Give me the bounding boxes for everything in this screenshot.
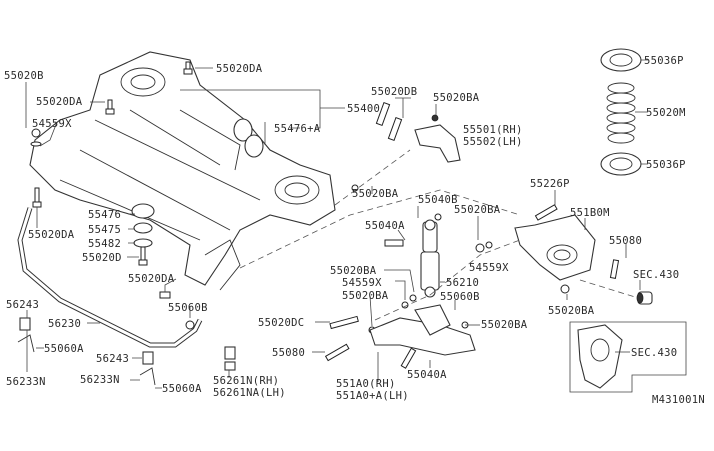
rear-subframe[interactable] bbox=[29, 51, 336, 291]
label-55060a-left[interactable]: 55060A bbox=[44, 343, 84, 355]
label-55020ba-shock[interactable]: 55020BA bbox=[454, 204, 501, 216]
label-55036p-top[interactable]: 55036P bbox=[644, 55, 684, 67]
label-55040b[interactable]: 55040B bbox=[418, 194, 458, 206]
stabilizer-bar[interactable] bbox=[17, 207, 203, 348]
label-55476[interactable]: 55476 bbox=[88, 209, 122, 221]
label-551a0[interactable]: 551A0(RH) bbox=[336, 378, 396, 390]
rear-lower-arm[interactable] bbox=[514, 214, 596, 281]
knuckle-inset[interactable] bbox=[569, 321, 687, 393]
label-55020db[interactable]: 55020DB bbox=[371, 86, 418, 98]
label-56230[interactable]: 56230 bbox=[48, 318, 82, 330]
bolts bbox=[30, 61, 620, 369]
label-56233n-left[interactable]: 56233N bbox=[6, 376, 46, 388]
upper-arm[interactable] bbox=[414, 124, 461, 163]
label-54559x-left[interactable]: 54559X bbox=[32, 118, 72, 130]
label-55080-arm[interactable]: 55080 bbox=[272, 347, 306, 359]
label-55020ba-right[interactable]: 55020BA bbox=[548, 305, 595, 317]
label-54559x-low[interactable]: 54559X bbox=[342, 277, 382, 289]
label-55501[interactable]: 55501(RH) bbox=[463, 124, 523, 136]
label-55020b[interactable]: 55020B bbox=[4, 70, 44, 82]
label-55020da-top[interactable]: 55020DA bbox=[216, 63, 263, 75]
label-55226p[interactable]: 55226P bbox=[530, 178, 570, 190]
label-55020ba-low1[interactable]: 55020BA bbox=[330, 265, 377, 277]
label-56261na[interactable]: 56261NA(LH) bbox=[213, 387, 286, 399]
label-55020da-topleft[interactable]: 55020DA bbox=[36, 96, 83, 108]
label-55060b-shock[interactable]: 55060B bbox=[440, 291, 480, 303]
diagram-code: M431001N bbox=[652, 394, 705, 406]
label-55020ba-upper[interactable]: 55020BA bbox=[433, 92, 480, 104]
label-55080-right[interactable]: 55080 bbox=[609, 235, 643, 247]
label-56261n[interactable]: 56261N(RH) bbox=[213, 375, 280, 387]
label-56233n-mid[interactable]: 56233N bbox=[80, 374, 120, 386]
label-55040a-shock[interactable]: 55040A bbox=[365, 220, 405, 232]
dashed-lines bbox=[239, 149, 636, 321]
label-55020ba-mid[interactable]: 55020BA bbox=[352, 188, 399, 200]
label-55502[interactable]: 55502(LH) bbox=[463, 136, 523, 148]
label-55020d[interactable]: 55020D bbox=[82, 252, 122, 264]
label-sec430-bushing[interactable]: SEC.430 bbox=[633, 269, 680, 281]
label-55060a-mid[interactable]: 55060A bbox=[162, 383, 202, 395]
bushing-sec430[interactable] bbox=[636, 291, 653, 305]
label-55036p-bottom[interactable]: 55036P bbox=[646, 159, 686, 171]
label-56243-mid[interactable]: 56243 bbox=[96, 353, 130, 365]
label-56243-left[interactable]: 56243 bbox=[6, 299, 40, 311]
label-sec430-knuckle[interactable]: SEC.430 bbox=[631, 347, 678, 359]
label-551a0a[interactable]: 551A0+A(LH) bbox=[336, 390, 409, 402]
label-55482[interactable]: 55482 bbox=[88, 238, 122, 250]
label-55020da-left[interactable]: 55020DA bbox=[28, 229, 75, 241]
lower-arm[interactable] bbox=[369, 304, 476, 356]
label-54559x-right[interactable]: 54559X bbox=[469, 262, 509, 274]
label-55400[interactable]: 55400 bbox=[347, 103, 381, 115]
leader-lines bbox=[25, 59, 648, 389]
label-55040a-arm[interactable]: 55040A bbox=[407, 369, 447, 381]
spring-assembly[interactable] bbox=[600, 48, 642, 176]
stabilizer-bushings bbox=[17, 317, 236, 386]
label-55060b-stab[interactable]: 55060B bbox=[168, 302, 208, 314]
shock-absorber[interactable] bbox=[420, 219, 440, 298]
label-56210[interactable]: 56210 bbox=[446, 277, 480, 289]
bushing-55476a[interactable] bbox=[233, 118, 264, 158]
label-55020ba-arm[interactable]: 55020BA bbox=[481, 319, 528, 331]
label-55020m[interactable]: 55020M bbox=[646, 107, 686, 119]
label-551b0m[interactable]: 551B0M bbox=[570, 207, 610, 219]
mount-stack[interactable] bbox=[131, 203, 155, 266]
label-55020da-mid[interactable]: 55020DA bbox=[128, 273, 175, 285]
label-55475[interactable]: 55475 bbox=[88, 224, 122, 236]
label-55476a[interactable]: 55476+A bbox=[274, 123, 321, 135]
label-55020ba-low2[interactable]: 55020BA bbox=[342, 290, 389, 302]
label-55020dc[interactable]: 55020DC bbox=[258, 317, 305, 329]
